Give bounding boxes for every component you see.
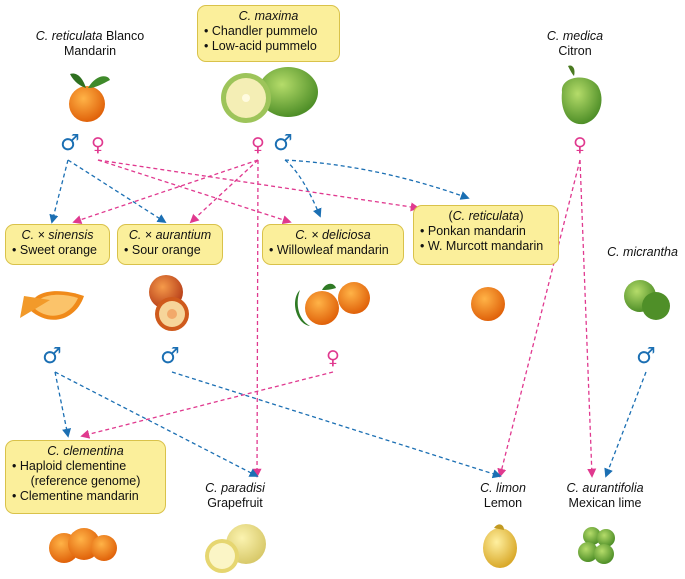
- aurantifolia-common: Mexican lime: [568, 496, 642, 510]
- reticulata-label: C. reticulata Blanco Mandarin: [20, 29, 160, 59]
- reticulata-group-item: Ponkan mandarin: [420, 224, 552, 239]
- edge-sinensis-male-to-clementina: [54, 371, 72, 438]
- edge-maxima-female-to-paradisi: [252, 159, 262, 478]
- edge-micrantha-male-to-aurantifolia: [604, 371, 647, 478]
- sinensis-box: C. × sinensis Sweet orange: [5, 224, 110, 265]
- edge-aurantium-male-to-limon: [171, 371, 502, 479]
- reticulata-name: C. reticulata: [35, 29, 103, 43]
- deliciosa-item: Willowleaf mandarin: [269, 243, 397, 258]
- micrantha-label: C. micrantha: [607, 245, 678, 259]
- reticulata-male-symbol: ♂: [60, 131, 80, 156]
- reticulata-authority: Blanco: [105, 29, 145, 43]
- micrantha-fruit: [624, 280, 670, 320]
- sex-symbols: ♂ ♀ ♀ ♂ ♀ ♂ ♂ ♀ ♂: [42, 131, 656, 369]
- reticulata-group-box: (C. reticulata) Ponkan mandarin W. Murco…: [413, 205, 559, 265]
- edge-reticulata-male-to-aurantium: [67, 159, 167, 223]
- reticulata-group-item: W. Murcott mandarin: [420, 239, 552, 254]
- lime-fruit: [578, 527, 615, 564]
- limon-name: C. limon: [480, 481, 526, 495]
- grapefruit-fruit: [205, 524, 266, 573]
- mandarin-fruit: [69, 73, 110, 122]
- medica-label: C. medica Citron: [535, 29, 615, 59]
- willowleaf-mandarin-fruit: [295, 282, 370, 326]
- paradisi-common: Grapefruit: [207, 496, 263, 510]
- clementina-item: Clementine mandarin: [12, 489, 159, 504]
- sinensis-male-symbol: ♂: [42, 344, 62, 369]
- reticulata-female-symbol: ♀: [91, 134, 105, 156]
- deliciosa-box: C. × deliciosa Willowleaf mandarin: [262, 224, 404, 265]
- micrantha-male-symbol: ♂: [636, 344, 656, 369]
- pummelo-fruit: [221, 67, 318, 123]
- reticulata-common: Mandarin: [63, 44, 117, 58]
- reticulata-group-heading: (C. reticulata): [420, 209, 552, 224]
- medica-female-symbol: ♀: [573, 134, 587, 156]
- clementina-name: C. clementina: [47, 444, 124, 458]
- sinensis-name: C. × sinensis: [21, 228, 94, 242]
- maxima-name: C. maxima: [238, 9, 299, 23]
- edge-maxima-male-to-deliciosa: [284, 159, 322, 218]
- medica-common: Citron: [558, 44, 592, 58]
- edge-medica-female-to-aurantifolia: [579, 159, 597, 478]
- maxima-box: C. maxima Chandler pummelo Low-acid pumm…: [197, 5, 340, 62]
- maxima-female-symbol: ♀: [251, 134, 265, 156]
- clementina-item-note: (reference genome): [30, 474, 141, 488]
- edge-deliciosa-female-to-clementina: [80, 371, 334, 439]
- edge-sinensis-male-to-paradisi: [54, 371, 259, 477]
- sour-orange-fruit: [149, 275, 189, 331]
- deliciosa-name: C. × deliciosa: [295, 228, 371, 242]
- edge-reticulata-male-to-sinensis: [49, 159, 69, 224]
- edge-medica-female-to-limon: [497, 159, 581, 478]
- clementina-box: C. clementina Haploid clementine (refere…: [5, 440, 166, 514]
- aurantium-box: C. × aurantium Sour orange: [117, 224, 223, 265]
- paradisi-name: C. paradisi: [205, 481, 265, 495]
- aurantium-item: Sour orange: [124, 243, 216, 258]
- aurantium-male-symbol: ♂: [160, 344, 180, 369]
- reticulata-group-name: C. reticulata: [452, 209, 520, 223]
- maxima-item: Low-acid pummelo: [204, 39, 333, 54]
- medica-name: C. medica: [546, 29, 604, 43]
- clementina-item: Haploid clementine: [12, 459, 159, 474]
- edge-maxima-male-to-reticulata_group: [284, 159, 470, 200]
- maxima-item: Chandler pummelo: [204, 24, 333, 39]
- deliciosa-female-symbol: ♀: [326, 347, 340, 369]
- aurantifolia-label: C. aurantifolia Mexican lime: [555, 481, 655, 511]
- edge-maxima-female-to-aurantium: [189, 159, 259, 224]
- aurantifolia-name: C. aurantifolia: [566, 481, 644, 495]
- citron-fruit: [561, 65, 602, 125]
- edge-reticulata-female-to-deliciosa: [97, 159, 292, 225]
- paradisi-label: C. paradisi Grapefruit: [195, 481, 275, 511]
- edge-maxima-female-to-sinensis: [72, 159, 259, 224]
- reticulata-group-close: ): [519, 209, 524, 223]
- sweet-orange-fruit: [20, 291, 84, 320]
- reticulata-group-open: (: [448, 209, 453, 223]
- limon-label: C. limon Lemon: [468, 481, 538, 511]
- sinensis-item: Sweet orange: [12, 243, 103, 258]
- ponkan-fruit: [471, 287, 505, 321]
- lemon-fruit: [483, 524, 517, 568]
- maxima-male-symbol: ♂: [273, 131, 293, 156]
- aurantium-name: C. × aurantium: [128, 228, 212, 242]
- limon-common: Lemon: [483, 496, 523, 510]
- clementine-fruit: [49, 528, 117, 563]
- edges-layer: [49, 159, 647, 479]
